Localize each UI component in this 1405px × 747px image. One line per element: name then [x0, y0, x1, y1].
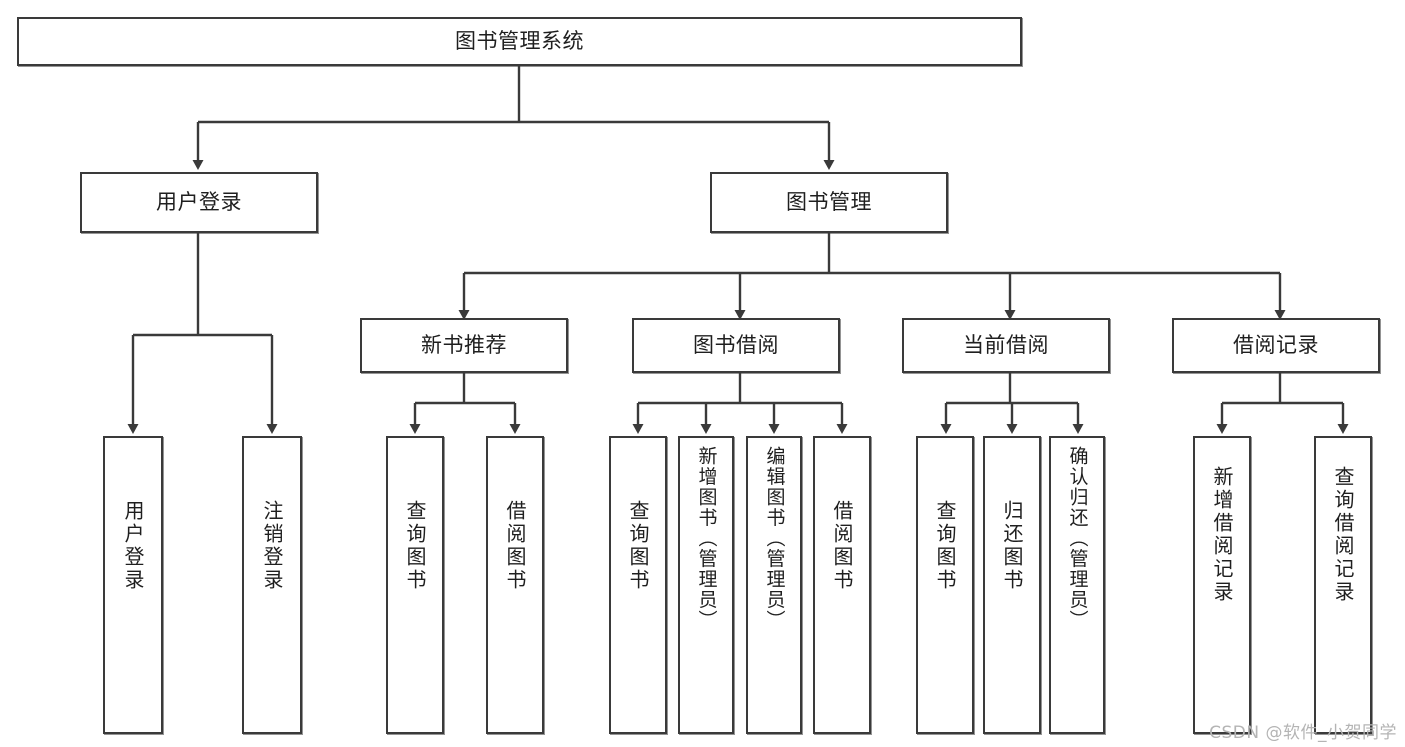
leaf-confirm-return[interactable]: 确认归还（管理员）	[1049, 436, 1105, 734]
leaf-query-borrow-record-label: 查询借阅记录	[1331, 466, 1355, 604]
leaf-query-book-3[interactable]: 查询图书	[916, 436, 974, 734]
node-borrow-record[interactable]: 借阅记录	[1172, 318, 1380, 373]
leaf-query-book-1[interactable]: 查询图书	[386, 436, 444, 734]
leaf-borrow-book-2[interactable]: 借阅图书	[813, 436, 871, 734]
leaf-add-book[interactable]: 新增图书（管理员）	[678, 436, 734, 734]
node-new-book-recommend[interactable]: 新书推荐	[360, 318, 568, 373]
csdn-watermark: CSDN @软件_小贺同学	[1209, 723, 1397, 743]
node-user-login-label: 用户登录	[156, 190, 242, 215]
leaf-add-borrow-record-label: 新增借阅记录	[1210, 466, 1234, 604]
node-book-manage[interactable]: 图书管理	[710, 172, 948, 233]
leaf-borrow-book-1-label: 借阅图书	[503, 500, 527, 592]
node-current-borrow[interactable]: 当前借阅	[902, 318, 1110, 373]
leaf-logout-login-label: 注销登录	[260, 500, 284, 592]
node-borrow-record-label: 借阅记录	[1233, 333, 1319, 358]
leaf-borrow-book-1[interactable]: 借阅图书	[486, 436, 544, 734]
leaf-confirm-return-label: 确认归还（管理员）	[1066, 446, 1089, 631]
node-book-borrow-label: 图书借阅	[693, 333, 779, 358]
leaf-return-book-label: 归还图书	[1000, 500, 1024, 592]
node-current-borrow-label: 当前借阅	[963, 333, 1049, 358]
leaf-query-borrow-record[interactable]: 查询借阅记录	[1314, 436, 1372, 734]
leaf-query-book-3-label: 查询图书	[933, 500, 957, 592]
node-book-borrow[interactable]: 图书借阅	[632, 318, 840, 373]
leaf-edit-book[interactable]: 编辑图书（管理员）	[746, 436, 802, 734]
leaf-add-book-label: 新增图书（管理员）	[695, 446, 718, 631]
leaf-borrow-book-2-label: 借阅图书	[830, 500, 854, 592]
leaf-query-book-2[interactable]: 查询图书	[609, 436, 667, 734]
node-new-book-recommend-label: 新书推荐	[421, 333, 507, 358]
node-user-login[interactable]: 用户登录	[80, 172, 318, 233]
node-root[interactable]: 图书管理系统	[17, 17, 1022, 66]
leaf-query-book-2-label: 查询图书	[626, 500, 650, 592]
leaf-return-book[interactable]: 归还图书	[983, 436, 1041, 734]
leaf-user-login-label: 用户登录	[121, 500, 145, 592]
leaf-edit-book-label: 编辑图书（管理员）	[763, 446, 786, 631]
node-book-manage-label: 图书管理	[786, 190, 872, 215]
leaf-add-borrow-record[interactable]: 新增借阅记录	[1193, 436, 1251, 734]
node-root-label: 图书管理系统	[455, 29, 584, 54]
leaf-logout-login[interactable]: 注销登录	[242, 436, 302, 734]
leaf-query-book-1-label: 查询图书	[403, 500, 427, 592]
leaf-user-login[interactable]: 用户登录	[103, 436, 163, 734]
